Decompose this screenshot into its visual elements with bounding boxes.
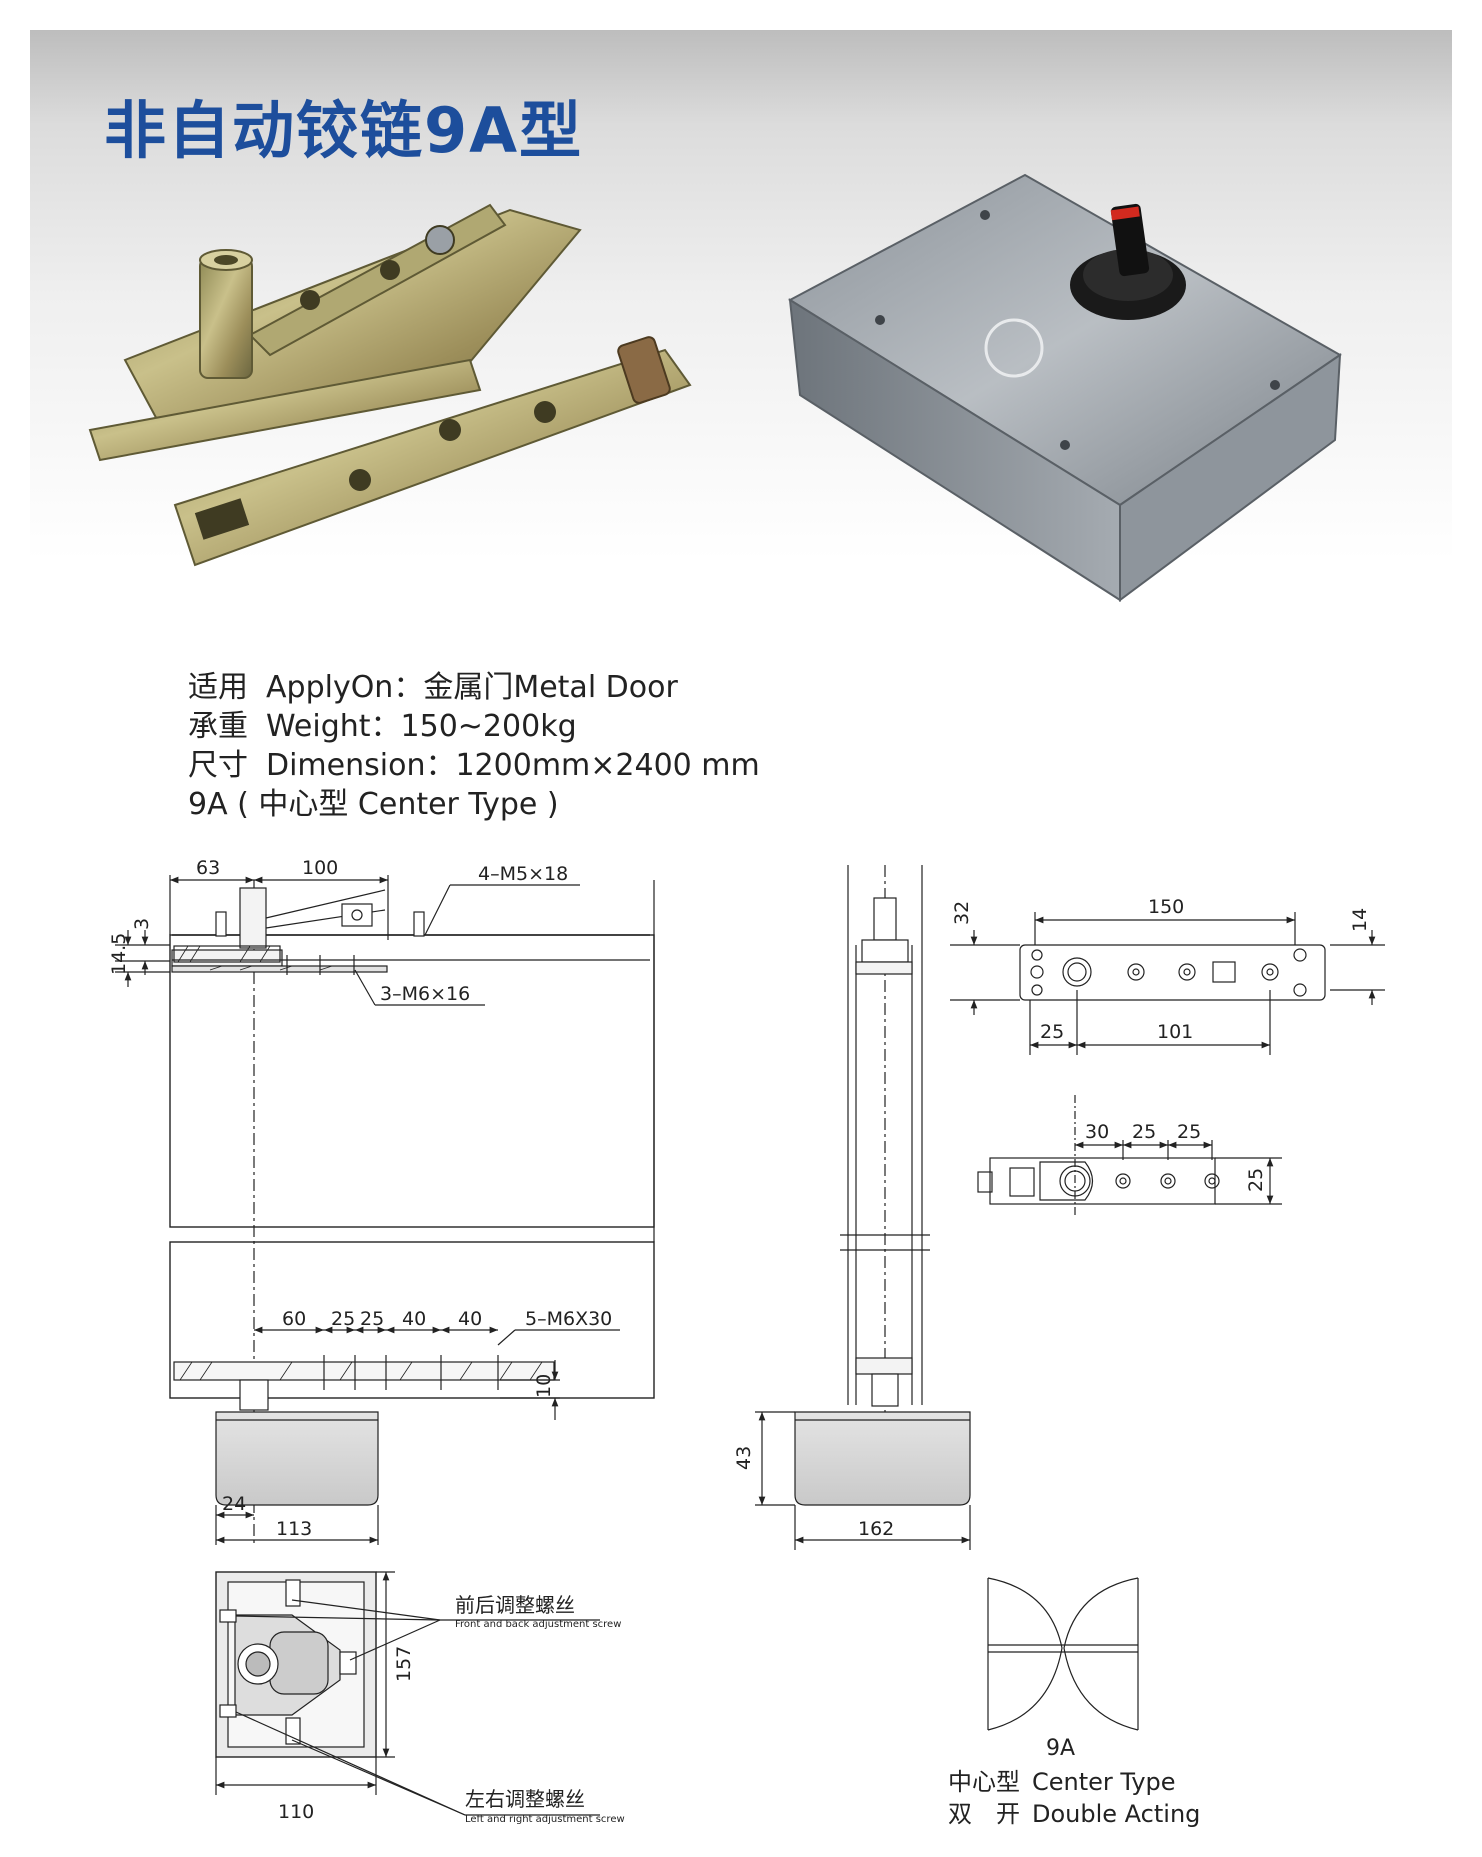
- front-view: [115, 875, 655, 1545]
- dim-162: 162: [858, 1518, 894, 1540]
- top-plate-view: [950, 912, 1385, 1055]
- dim-5m6: 5–M6X30: [525, 1308, 612, 1330]
- dim-63: 63: [196, 857, 220, 879]
- hinge-photo: [88, 203, 692, 567]
- dim-10: 10: [533, 1374, 555, 1398]
- swing-type-cn: 中心型: [948, 1768, 1020, 1796]
- swing-acting-en: Double Acting: [1032, 1800, 1200, 1828]
- page-title: 非自动铰链9A型: [104, 94, 584, 167]
- dim-110: 110: [278, 1801, 314, 1823]
- dim-32: 32: [951, 901, 973, 925]
- dim-3: 3: [131, 918, 153, 930]
- swing-acting-cn: 双 开: [948, 1800, 1020, 1828]
- front-back-screw-label-en: Front and back adjustment screw: [455, 1619, 621, 1630]
- swing-type-en: Center Type: [1032, 1768, 1176, 1796]
- side-view: [755, 865, 971, 1550]
- dim-4m5: 4–M5×18: [478, 863, 568, 885]
- dim-30: 30: [1085, 1121, 1109, 1143]
- dim-14-5: 14.5: [108, 933, 130, 975]
- dim-25a: 25: [331, 1308, 355, 1330]
- swing-label: 9A: [1046, 1736, 1075, 1761]
- dim-101: 101: [1157, 1021, 1193, 1043]
- dim-60: 60: [282, 1308, 306, 1330]
- dim-113: 113: [276, 1518, 312, 1540]
- swing-caption: 中心型 Center Type 双 开 Double Acting: [948, 1768, 1200, 1828]
- dim-14: 14: [1349, 908, 1371, 932]
- dim-24: 24: [222, 1493, 246, 1515]
- swing-diagram: [987, 1577, 1139, 1731]
- dim-100: 100: [302, 857, 338, 879]
- dim-40b: 40: [458, 1308, 482, 1330]
- dim-3m6: 3–M6×16: [380, 983, 470, 1005]
- floor-box-photo: [787, 173, 1342, 602]
- dim-25b: 25: [360, 1308, 384, 1330]
- spec-type: 9A ( 中心型 Center Type ): [188, 787, 559, 822]
- dimension-labels: 63 100 4–M5×18 3 14.5 3–M6×16 60 25 25 4…: [108, 857, 1371, 1825]
- bottom-plate-view: [977, 1095, 1282, 1215]
- dim-43: 43: [733, 1446, 755, 1470]
- dim-157: 157: [393, 1646, 415, 1682]
- box-top-view: [215, 1571, 600, 1816]
- dim-150: 150: [1148, 896, 1184, 918]
- dim-25h: 25: [1245, 1168, 1267, 1192]
- dim-40a: 40: [402, 1308, 426, 1330]
- left-right-screw-label-en: Left and right adjustment screw: [465, 1814, 625, 1825]
- front-back-screw-label: 前后调整螺丝: [455, 1593, 575, 1617]
- left-right-screw-label: 左右调整螺丝: [465, 1787, 585, 1811]
- dim-25c: 25: [1132, 1121, 1156, 1143]
- dim-25d: 25: [1177, 1121, 1201, 1143]
- dim-25: 25: [1040, 1021, 1064, 1043]
